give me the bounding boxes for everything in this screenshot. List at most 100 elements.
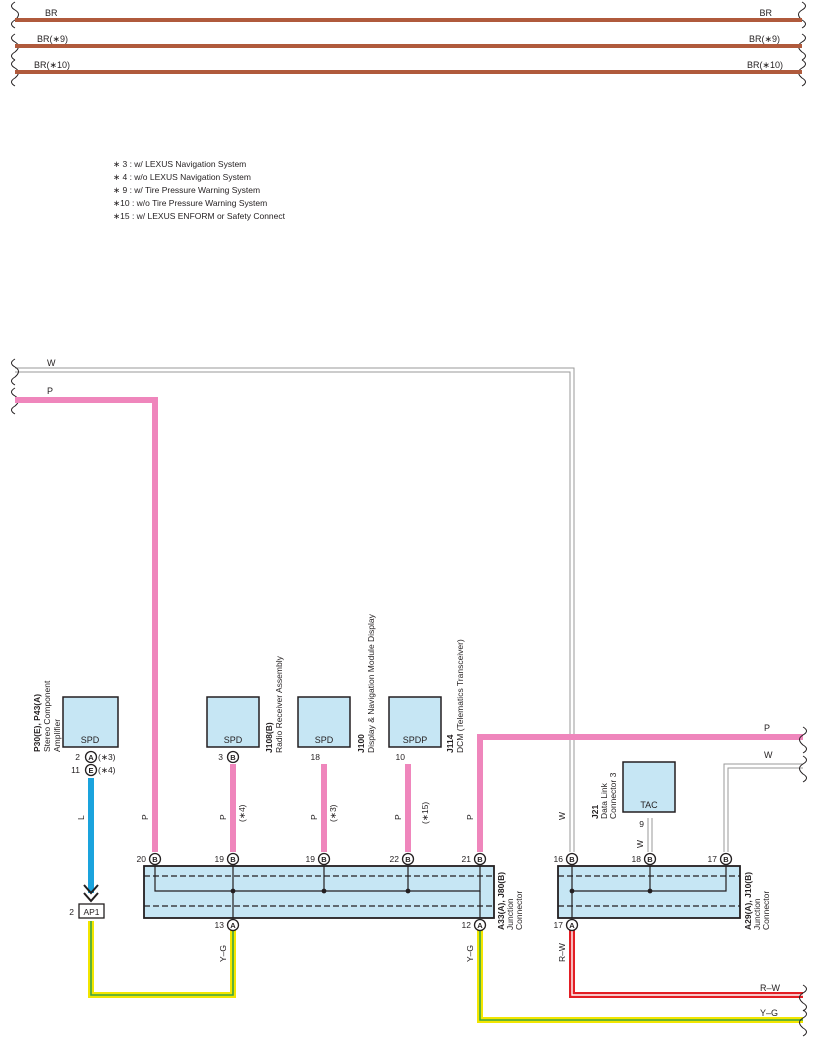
wire-w-right	[723, 763, 803, 852]
wire-p-main	[15, 397, 158, 852]
wire-label-w16: W	[557, 812, 567, 820]
svg-text:A: A	[569, 921, 575, 930]
radio-pin: 3	[218, 752, 223, 762]
jc1-pin-19b: 19	[306, 854, 316, 864]
amp-box	[62, 696, 119, 748]
wire-label-br-10-right: BR(∗10)	[747, 60, 783, 70]
wire-label-br-9-right: BR(∗9)	[749, 34, 780, 44]
dcm-pin: 10	[396, 752, 406, 762]
jc2-pin-18-conn	[643, 852, 657, 866]
amp-name-1: Stereo Component	[42, 680, 52, 752]
wire-p-right	[477, 734, 803, 852]
wire-label-yg-h: Y–G	[760, 1008, 778, 1018]
display-label: SPD	[315, 735, 334, 745]
wire-label-br-9-left: BR(∗9)	[37, 34, 68, 44]
dlc-label: TAC	[640, 800, 658, 810]
svg-text:B: B	[723, 855, 729, 864]
cond-p-radio: (∗4)	[237, 804, 247, 822]
wire-rw	[569, 928, 803, 998]
svg-text:E: E	[88, 766, 93, 775]
display-name: Display & Navigation Module Display	[366, 613, 376, 753]
svg-text:B: B	[230, 855, 236, 864]
svg-text:A: A	[88, 753, 94, 762]
radio-code: J108(B)	[264, 722, 274, 753]
jc2-name-1: Junction	[752, 898, 762, 930]
dcm-name: DCM (Telematics Transceiver)	[455, 639, 465, 753]
jc2-pin-18: 18	[632, 854, 642, 864]
note-9: ∗ 9 : w/ Tire Pressure Warning System	[113, 185, 260, 195]
amp-cond-4: (∗4)	[98, 765, 116, 775]
wire-label-br-10-left: BR(∗10)	[34, 60, 70, 70]
display-code: J100	[356, 734, 366, 753]
jc1-pin-12: 12	[462, 920, 472, 930]
wire-label-l: L	[76, 815, 86, 820]
wire-label-p-top: P	[47, 386, 53, 396]
amp-label: SPD	[81, 735, 100, 745]
jc1-pin-20-conn	[148, 852, 162, 866]
amp-code: P30(E), P43(A)	[32, 694, 42, 752]
dcm-label: SPDP	[403, 735, 428, 745]
svg-text:B: B	[647, 855, 653, 864]
radio-box	[206, 696, 260, 748]
dcm-code: J114	[445, 734, 455, 753]
jc1-pin-13: 13	[215, 920, 225, 930]
jc2-name-2: Connector	[761, 891, 771, 930]
wire-label-rw-h: R–W	[760, 983, 781, 993]
wire-label-p3: P	[309, 814, 319, 820]
wire-label-p1: P	[140, 814, 150, 820]
jc1-pin-21-conn	[473, 852, 487, 866]
condition-notes: ∗ 3 : w/ LEXUS Navigation System ∗ 4 : w…	[113, 159, 286, 221]
note-15: ∗15 : w/ LEXUS ENFORM or Safety Connect	[113, 211, 286, 221]
wire-label-p2: P	[218, 814, 228, 820]
jc2-pin-17b: 17	[554, 920, 564, 930]
svg-text:B: B	[405, 855, 411, 864]
dlc-pin: 9	[639, 819, 644, 829]
jc1-code: A33(A), J80(B)	[496, 872, 506, 930]
jc1-name-2: Connector	[514, 891, 524, 930]
wire-label-br-1-right: BR	[759, 8, 772, 18]
cond-p-display: (∗3)	[328, 804, 338, 822]
radio-label: SPD	[224, 735, 243, 745]
amp-pin-e: 11	[71, 765, 80, 775]
junction-connector-1	[143, 865, 495, 919]
wire-yg-right	[477, 928, 803, 1023]
jc1-pin-19a-conn	[226, 852, 240, 866]
wire-label-p-right: P	[764, 723, 770, 733]
note-3: ∗ 3 : w/ LEXUS Navigation System	[113, 159, 246, 169]
svg-text:B: B	[477, 855, 483, 864]
wire-label-w-right: W	[764, 750, 773, 760]
jc1-pin-12-conn	[473, 918, 487, 932]
jc1-pin-22: 22	[390, 854, 400, 864]
junction-connector-2	[557, 865, 741, 919]
jc1-pin-19a: 19	[215, 854, 225, 864]
jc1-pin-20: 20	[137, 854, 147, 864]
amp-pin-a: 2	[75, 752, 80, 762]
note-4: ∗ 4 : w/o LEXUS Navigation System	[113, 172, 251, 182]
ap1-label: AP1	[83, 907, 99, 917]
wire-label-p5: P	[465, 814, 475, 820]
jc2-code: A29(A), J10(B)	[743, 872, 753, 930]
svg-text:B: B	[569, 855, 575, 864]
jc1-pin-13-conn	[226, 918, 240, 932]
jc2-pin-16-conn	[565, 852, 579, 866]
dlc-name-1: Data Link	[599, 782, 609, 819]
cond-p-dcm: (∗15)	[420, 802, 430, 824]
amp-conn-e	[84, 763, 98, 777]
svg-text:B: B	[152, 855, 158, 864]
radio-name: Radio Receiver Assembly	[274, 655, 284, 753]
wire-label-br-1-left: BR	[45, 8, 58, 18]
display-box	[297, 696, 351, 748]
amp-conn-a	[84, 750, 98, 764]
amp-cond-3: (∗3)	[98, 752, 116, 762]
jc2-pin-17-conn	[719, 852, 733, 866]
svg-text:B: B	[230, 753, 236, 762]
jc1-pin-21: 21	[462, 854, 472, 864]
top-br-wires: BR BR BR(∗9) BR(∗9) BR(∗10) BR(∗10)	[11, 1, 806, 87]
wire-label-yg1: Y–G	[218, 945, 228, 962]
jc1-name-1: Junction	[505, 898, 515, 930]
wire-label-p4: P	[393, 814, 403, 820]
note-10: ∗10 : w/o Tire Pressure Warning System	[113, 198, 267, 208]
jc2-pin-17: 17	[708, 854, 718, 864]
jc2-pin-17b-conn	[565, 918, 579, 932]
